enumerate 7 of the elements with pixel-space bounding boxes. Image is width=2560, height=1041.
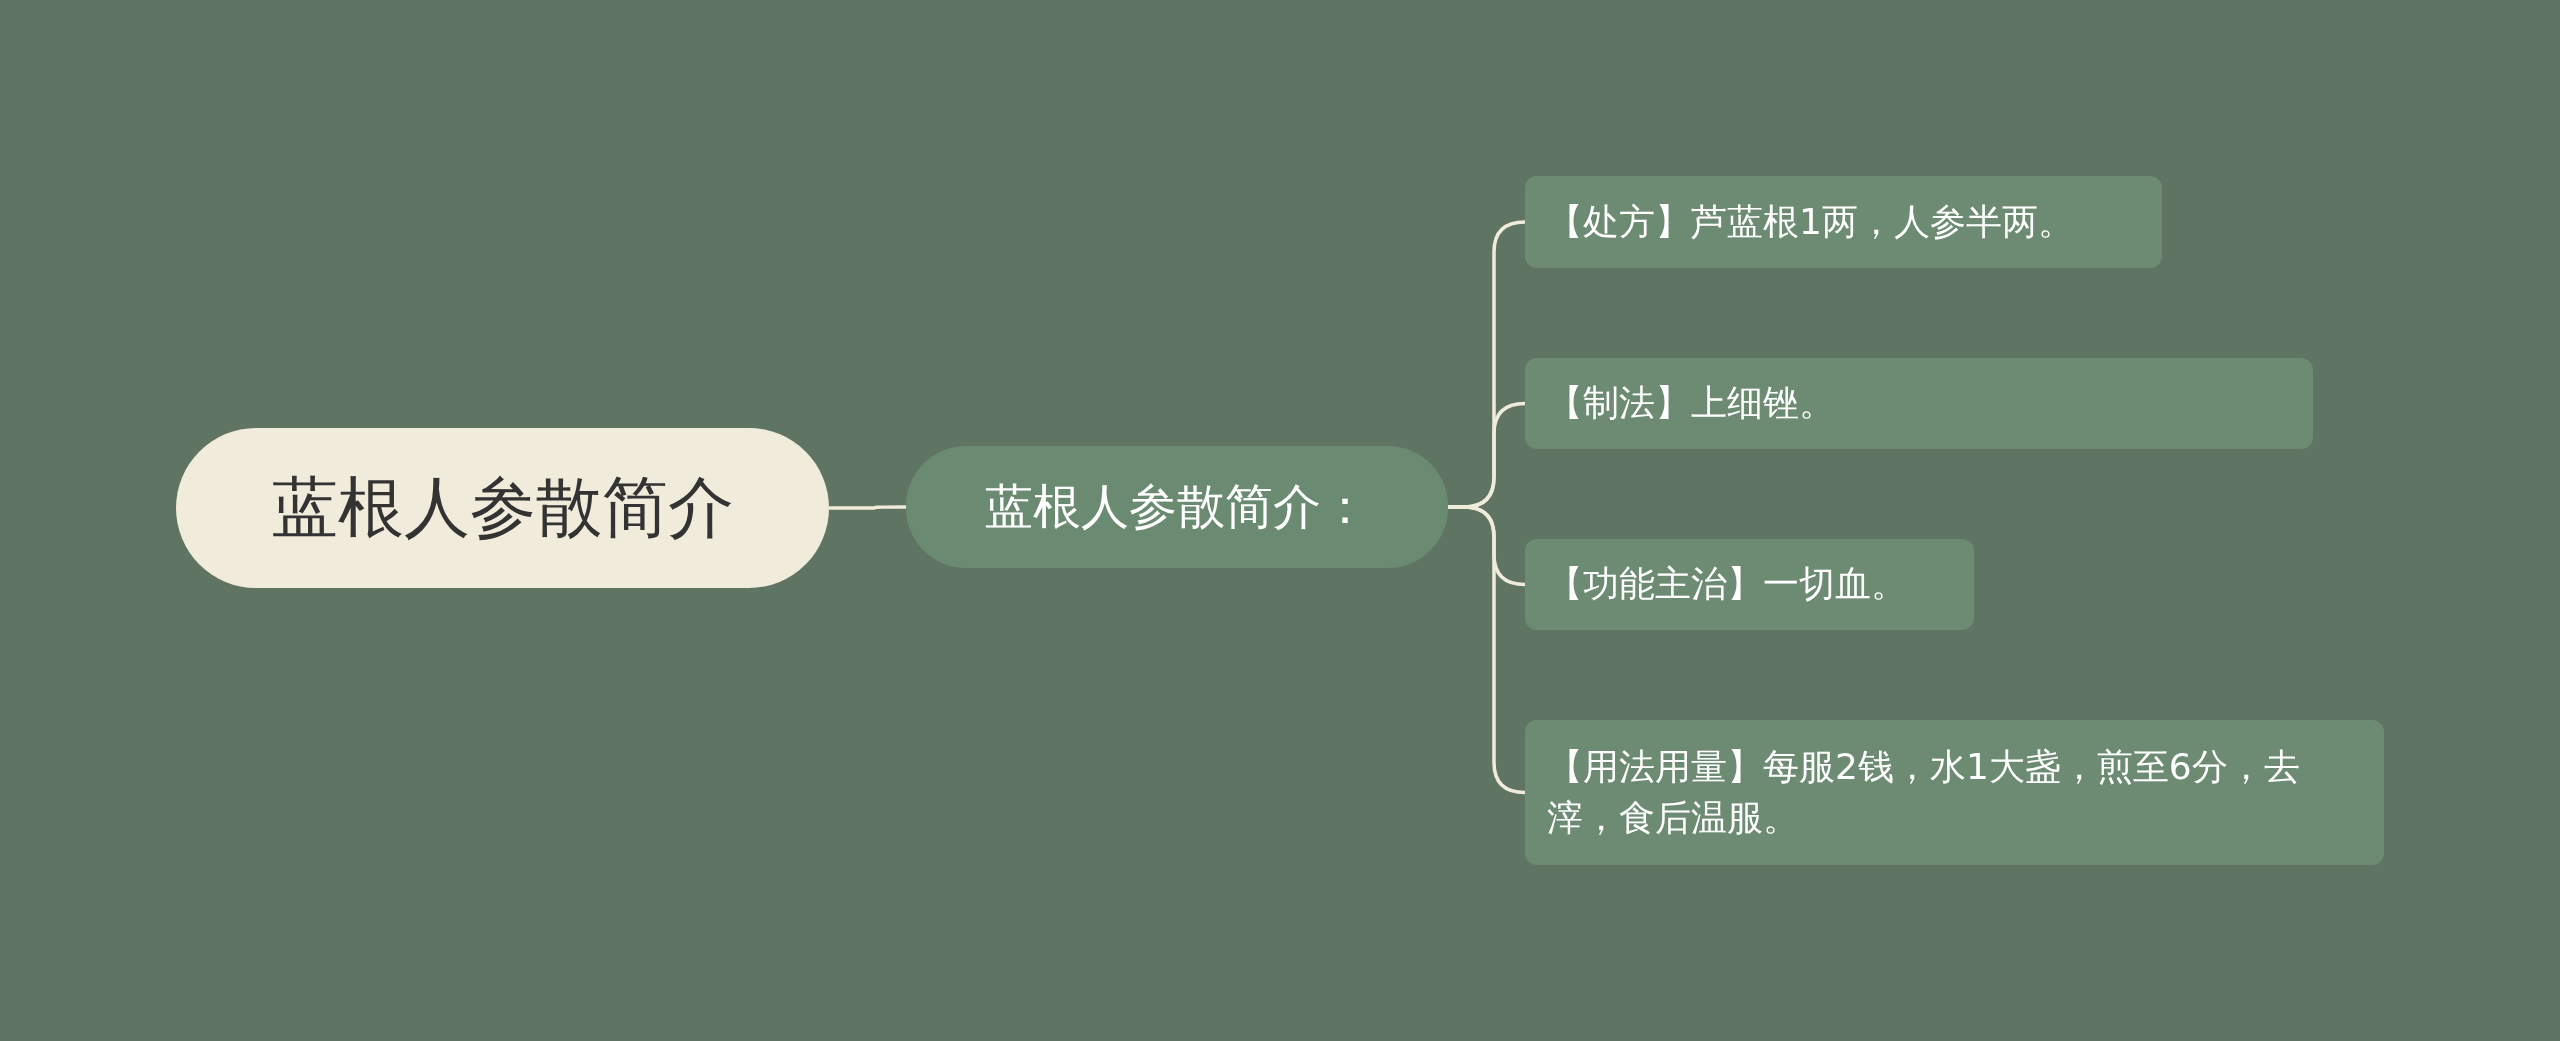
leaf-box: 【处方】芦蓝根1两，人参半两。 [1525, 176, 2162, 268]
leaf-box: 【功能主治】一切血。 [1525, 539, 1974, 630]
root-topic: 蓝根人参散简介 [176, 428, 829, 588]
connector-line [829, 505, 906, 510]
leaf-box: 【用法用量】每服2钱，水1大盏，煎至6分，去滓，食后温服。 [1525, 720, 2384, 865]
leaf-box: 【制法】上细锉。 [1525, 358, 2313, 449]
topic-box: 蓝根人参散简介： [906, 446, 1448, 568]
